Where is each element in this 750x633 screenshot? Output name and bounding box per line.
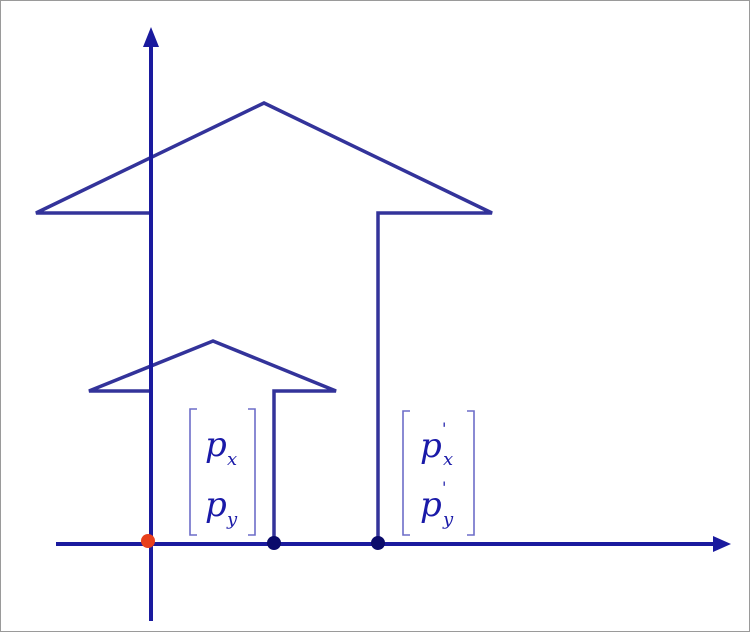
vector-p-top-sub: x: [227, 449, 237, 470]
vector-p: p x p y: [189, 408, 256, 536]
y-axis-arrowhead: [143, 27, 159, 47]
right-bracket: [248, 408, 256, 536]
vector-p-prime-bottom-prime: ': [442, 478, 446, 497]
left-bracket: [189, 408, 197, 536]
large-house-shape: [35, 101, 493, 544]
point-p-prime: [371, 536, 385, 550]
origin-point: [141, 534, 155, 548]
vector-p-prime: p ' x p ' y: [402, 410, 475, 536]
right-bracket-prime: [467, 410, 475, 536]
left-bracket-prime: [402, 410, 410, 536]
vector-p-bottom-letter: p: [205, 485, 227, 525]
vector-p-prime-top-prime: ': [442, 419, 446, 438]
vector-p-prime-bottom-sub: y: [442, 509, 454, 530]
vector-p-prime-top-sub: x: [443, 449, 453, 470]
small-house-shape: [88, 339, 337, 544]
point-p: [267, 536, 281, 550]
vector-p-top-letter: p: [205, 425, 227, 465]
x-axis-arrowhead: [713, 536, 731, 552]
vector-p-bottom-sub: y: [226, 509, 238, 530]
vector-p-prime-top-letter: p: [420, 426, 442, 466]
vector-p-prime-bottom-letter: p: [420, 485, 442, 525]
